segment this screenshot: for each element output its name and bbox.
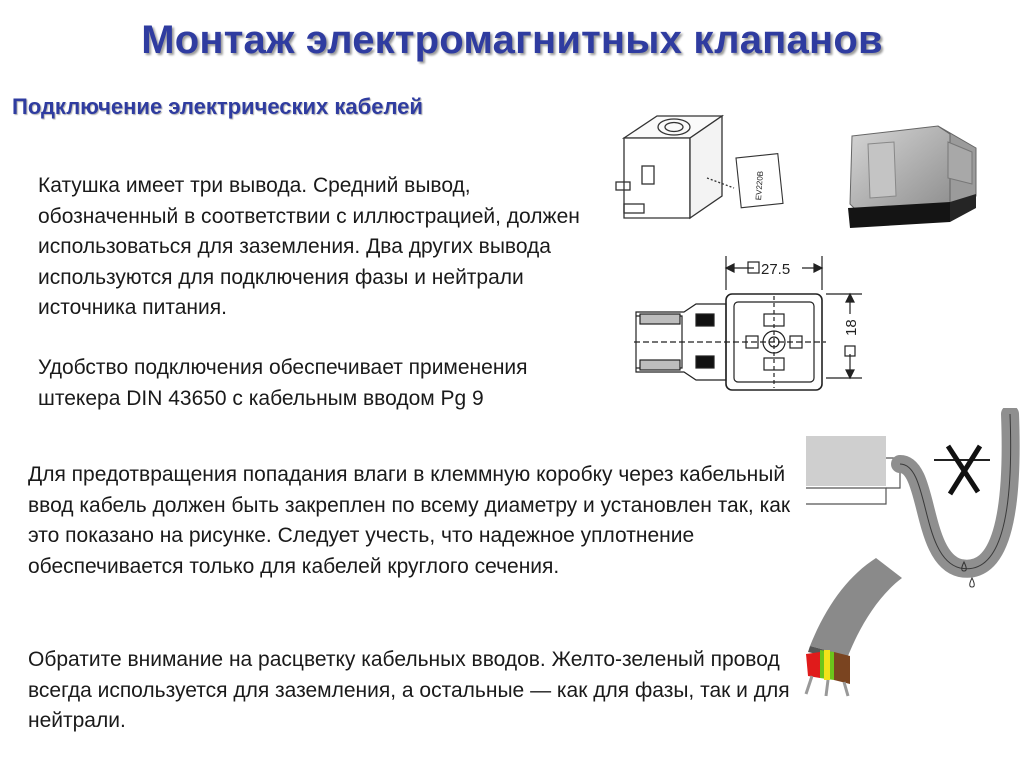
paragraph-din-plug: Удобство подключения обеспечивает примен… [38, 356, 528, 410]
page-title: Монтаж электромагнитных клапанов [141, 18, 883, 62]
paragraph-moisture-protection: Для предотвращения попадания влаги в кле… [28, 463, 791, 578]
coil-label-text: EV220B [754, 171, 765, 201]
paragraph-coil-terminals: Катушка имеет три вывода. Средний вывод,… [38, 174, 580, 319]
paragraph-wire-colors: Обратите внимание на расцветку кабельных… [28, 648, 790, 732]
cable-wire-colors-image [804, 558, 902, 697]
cable-mounting-diagram [806, 408, 1020, 588]
din-plug-dimension-drawing: 27.5 18 [634, 256, 862, 391]
coil-drawing: EV220B [615, 114, 784, 220]
dimension-width-label: 27.5 [761, 261, 790, 278]
section-subtitle: Подключение электрических кабелей [12, 94, 423, 119]
din-plug-image [848, 125, 977, 228]
dimension-height-label: 18 [843, 319, 860, 336]
